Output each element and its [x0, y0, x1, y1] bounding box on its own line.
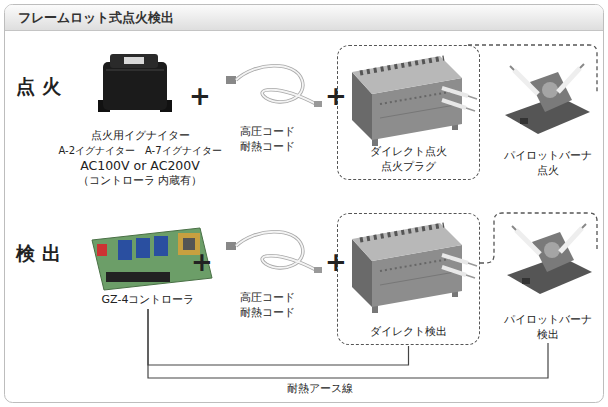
page-title: フレームロット式点火検出 [5, 5, 603, 31]
caption-text: GZ-4コントローラ [75, 292, 221, 307]
dashed-outline [468, 45, 597, 94]
component-caption: 高圧コード 耐熱コード [230, 290, 304, 320]
component-caption: 高圧コード 耐熱コード [230, 124, 304, 154]
ignitor-picture [106, 70, 164, 71]
pilot-burner-picture [507, 224, 592, 294]
component-caption: GZ-4コントローラ [75, 292, 221, 307]
caption-text: ダイレクト検出 [370, 324, 447, 339]
dashed-group-box: ダイレクト検出 [337, 213, 480, 345]
controller-board-picture [106, 272, 170, 282]
caption-text: パイロットバーナ 検出 [494, 312, 602, 342]
controller-board-picture [92, 228, 212, 290]
controller-board-picture [97, 244, 107, 256]
row-heading: 点 火 [16, 76, 61, 97]
pilot-burner-picture [505, 64, 590, 134]
caption-text: 高圧コード 耐熱コード [230, 124, 304, 154]
plus-sign: + [189, 82, 211, 110]
connector-label: 耐熱アース線 [284, 382, 356, 396]
plus-sign: + [325, 248, 347, 276]
component-caption: パイロットバーナ 検出 [494, 312, 602, 342]
controller-board-picture [118, 240, 132, 260]
caption-text: パイロットバーナ 点火 [494, 148, 602, 178]
caption-text: 高圧コード 耐熱コード [230, 290, 304, 320]
ignitor-picture [110, 54, 158, 68]
ignitor-picture [98, 54, 172, 112]
caption-text: （コントローラ 内蔵有） [40, 173, 240, 188]
burner-picture [352, 223, 477, 313]
burner-picture [352, 56, 477, 146]
caption-text: ダイレクト点火 点火プラグ [361, 144, 457, 174]
component-caption: 点火用イグナイターA-2イグナイター A-7イグナイターAC100V or AC… [40, 128, 240, 188]
caption-text: AC100V or AC200V [40, 158, 240, 173]
dashed-outline [480, 213, 597, 263]
ground-wire-connector [148, 309, 548, 378]
controller-board-picture [92, 228, 212, 290]
plus-sign: + [325, 82, 347, 110]
dashed-group-box: ダイレクト点火 点火プラグ [337, 45, 480, 180]
caption-text: A-2イグナイター A-7イグナイター [40, 143, 240, 158]
ignitor-picture [124, 57, 144, 64]
controller-board-picture [136, 238, 150, 258]
ignitor-picture [103, 62, 167, 110]
caption-text: 点火用イグナイター [40, 128, 240, 143]
row-heading: 検 出 [16, 243, 61, 264]
component-caption: パイロットバーナ 点火 [494, 148, 602, 178]
illustration [5, 5, 604, 403]
plus-sign: + [191, 248, 213, 276]
controller-board-picture [154, 236, 168, 256]
cable-picture [226, 232, 322, 273]
cable-picture [226, 66, 322, 107]
